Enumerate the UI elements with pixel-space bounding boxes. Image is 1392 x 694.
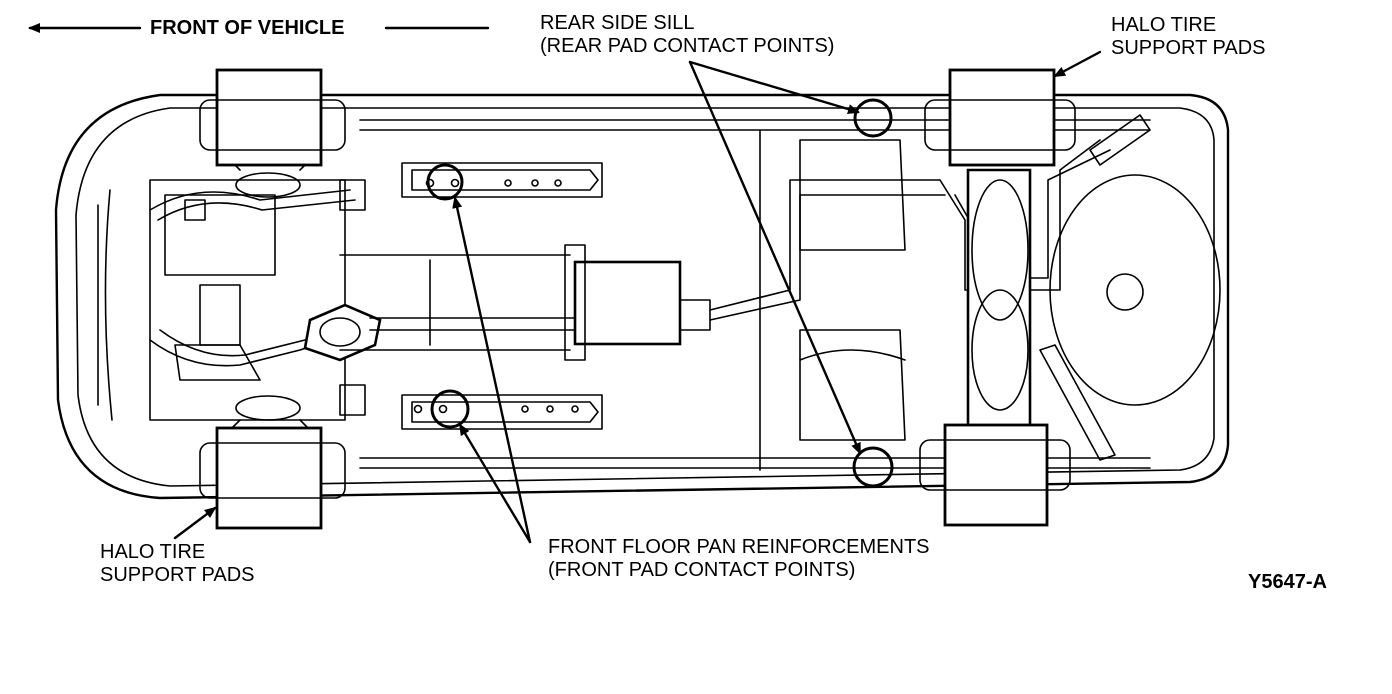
leader-lines [173,50,1102,544]
halo-tire-bottom-label-line1: HALO TIRE [100,541,205,564]
halo-tire-bottom-label-line3: SUPPORT PADS [100,564,255,586]
front-floor-pan-reinforcements [401,162,603,430]
rear-underbody [759,114,1221,471]
engine-compartment [149,159,382,431]
vehicle-body-outline [54,93,1230,500]
halo-tire-top-label-line1: HALO TIRE [1111,14,1217,36]
halo-word: HALO [100,541,155,563]
rear-side-sill-label-line1: REAR SIDE SILL [540,12,695,34]
contact-point-circles [426,98,894,488]
front-floor-pan-label-line1: FRONT FLOOR PAN REINFORCEMENTS [548,536,930,558]
figure-id-label: Y5647-A [1248,571,1327,593]
halo-tire-top-label-line2: SUPPORT PADS [1111,37,1266,59]
halo-tire-pads [199,68,1076,530]
rear-side-sill-label-line2: (REAR PAD CONTACT POINTS) [540,35,835,57]
front-floor-pan-label-line2: (FRONT PAD CONTACT POINTS) [548,559,856,581]
front-of-vehicle-label: FRONT OF VEHICLE [150,17,345,39]
tire-word: TIRE [159,541,206,563]
driveshaft-exhaust [339,179,946,361]
